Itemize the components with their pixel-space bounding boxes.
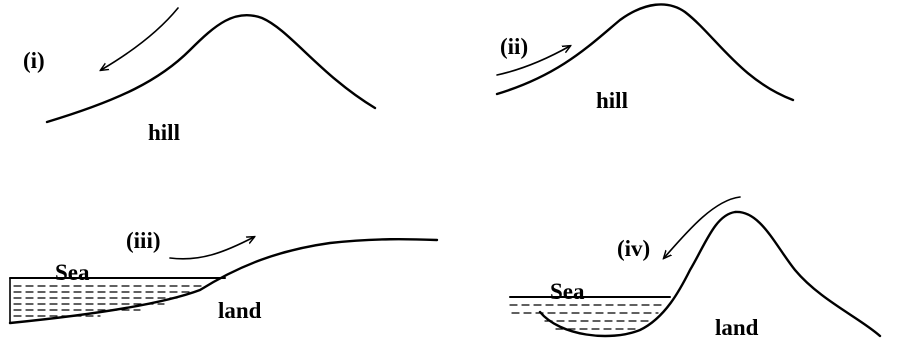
hill-outline xyxy=(495,3,795,102)
downslope-wind-arrow xyxy=(664,196,741,258)
panel-ii-hill-label: hill xyxy=(596,88,628,113)
downslope-wind-arrow xyxy=(101,7,179,70)
hill-outline xyxy=(45,13,377,124)
panel-i-hill-label: hill xyxy=(148,120,180,145)
sea-water xyxy=(509,296,671,330)
panel-iii: (iii) Sea land xyxy=(8,228,439,325)
land-outline xyxy=(8,237,439,325)
panel-ii-tag: (ii) xyxy=(500,34,528,59)
sea-to-land-wind-arrow xyxy=(169,237,254,260)
panel-i: (i) hill xyxy=(23,7,377,145)
panel-iv: (iv) Sea land xyxy=(509,196,882,340)
upslope-wind-arrow xyxy=(496,46,570,76)
land-outline xyxy=(538,210,882,338)
panel-iii-tag: (iii) xyxy=(126,228,161,253)
panel-iv-tag: (iv) xyxy=(617,236,650,261)
panel-iii-land-label: land xyxy=(218,298,262,323)
panel-ii: (ii) hill xyxy=(495,3,795,113)
panel-i-tag: (i) xyxy=(23,48,45,73)
panel-iii-sea-label: Sea xyxy=(55,260,90,285)
panel-iv-land-label: land xyxy=(715,315,759,340)
panel-iv-sea-label: Sea xyxy=(550,279,585,304)
sea-water xyxy=(9,277,226,324)
